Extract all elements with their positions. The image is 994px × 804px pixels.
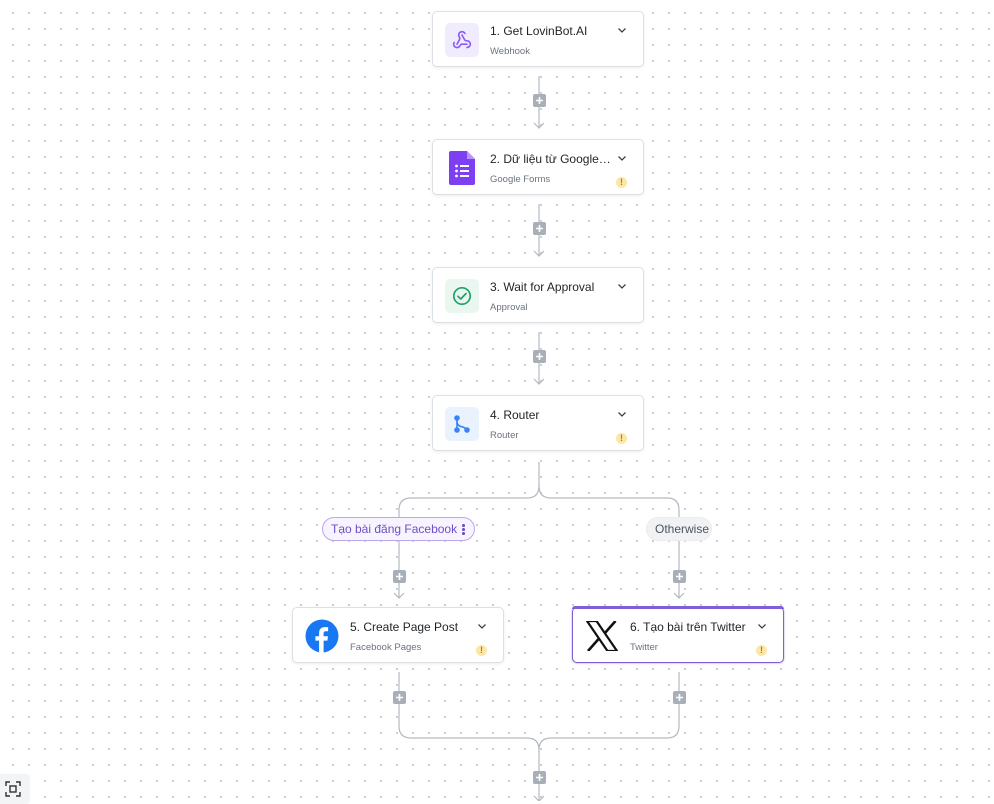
plus-icon <box>536 225 543 232</box>
warning-icon: ! <box>476 645 487 656</box>
chevron-down-icon[interactable] <box>757 621 767 631</box>
fit-view-icon <box>5 781 21 797</box>
chevron-down-icon[interactable] <box>617 281 627 291</box>
branch-label-text: Tạo bài đăng Facebook <box>331 522 458 536</box>
branch-label-facebook[interactable]: Tạo bài đăng Facebook <box>322 517 475 541</box>
router-icon <box>445 407 479 441</box>
step-title: 2. Dữ liệu từ Google F... <box>490 152 612 166</box>
x-twitter-icon <box>585 619 619 653</box>
plus-icon <box>396 573 403 580</box>
chevron-down-icon[interactable] <box>617 25 627 35</box>
warning-icon: ! <box>616 177 627 188</box>
add-step-button[interactable] <box>673 691 686 704</box>
google-forms-icon <box>445 151 479 185</box>
approval-check-icon <box>445 279 479 313</box>
webhook-icon <box>445 23 479 57</box>
add-step-button[interactable] <box>533 350 546 363</box>
step-subtitle: Google Forms <box>490 174 551 185</box>
step-title: 1. Get LovinBot.AI <box>490 24 588 38</box>
step-subtitle: Approval <box>490 302 528 313</box>
add-step-button[interactable] <box>393 570 406 583</box>
more-options-icon[interactable] <box>462 524 465 536</box>
step-title: 4. Router <box>490 408 540 422</box>
fit-view-button[interactable] <box>0 774 30 804</box>
step-subtitle: Router <box>490 430 519 441</box>
plus-icon <box>676 694 683 701</box>
step-card-webhook[interactable]: 1. Get LovinBot.AI Webhook <box>432 11 644 67</box>
add-step-button[interactable] <box>393 691 406 704</box>
step-card-facebook-post[interactable]: 5. Create Page Post Facebook Pages ! <box>292 607 504 663</box>
step-subtitle: Facebook Pages <box>350 642 422 653</box>
plus-icon <box>536 353 543 360</box>
plus-icon <box>536 774 543 781</box>
step-subtitle: Twitter <box>630 642 658 653</box>
step-title: 6. Tạo bài trên Twitter <box>630 620 746 634</box>
step-card-router[interactable]: 4. Router Router ! <box>432 395 644 451</box>
step-title: 3. Wait for Approval <box>490 280 595 294</box>
plus-icon <box>676 573 683 580</box>
step-card-approval[interactable]: 3. Wait for Approval Approval <box>432 267 644 323</box>
chevron-down-icon[interactable] <box>477 621 487 631</box>
chevron-down-icon[interactable] <box>617 409 627 419</box>
add-step-button[interactable] <box>533 94 546 107</box>
chevron-down-icon[interactable] <box>617 153 627 163</box>
plus-icon <box>536 97 543 104</box>
step-card-twitter-post[interactable]: 6. Tạo bài trên Twitter Twitter ! <box>572 606 784 663</box>
plus-icon <box>396 694 403 701</box>
step-subtitle: Webhook <box>490 46 530 57</box>
step-card-google-forms[interactable]: 2. Dữ liệu từ Google F... Google Forms ! <box>432 139 644 195</box>
step-title: 5. Create Page Post <box>350 620 459 634</box>
warning-icon: ! <box>756 645 767 656</box>
facebook-icon <box>305 619 339 653</box>
add-step-button[interactable] <box>533 222 546 235</box>
add-step-button[interactable] <box>533 771 546 784</box>
branch-label-text: Otherwise <box>655 522 710 536</box>
branch-label-otherwise[interactable]: Otherwise <box>646 517 712 541</box>
add-step-button[interactable] <box>673 570 686 583</box>
warning-icon: ! <box>616 433 627 444</box>
